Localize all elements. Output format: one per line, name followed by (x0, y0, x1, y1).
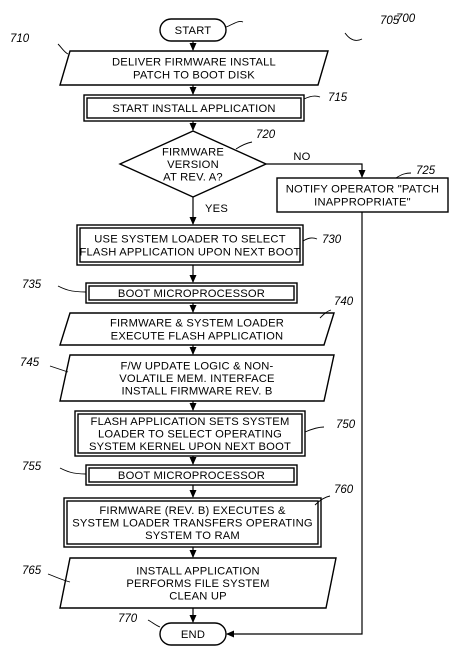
ref-number-755: 755 (22, 461, 42, 473)
node-start-install: START INSTALL APPLICATION 715 (83, 92, 348, 122)
ref-number-745: 745 (20, 357, 40, 369)
ref-leader-705 (225, 21, 244, 28)
edge-notify-to-end (226, 212, 363, 638)
node-boot-1-label-line: BOOT MICROPROCESSOR (118, 288, 265, 300)
node-notify-label-line: NOTIFY OPERATOR "PATCH (286, 184, 439, 196)
node-fw-update-label-line: INSTALL FIRMWARE REV. B (121, 386, 272, 398)
node-start-box (159, 18, 227, 42)
node-boot-2-label-line: BOOT MICROPROCESSOR (118, 470, 265, 482)
node-flash-sets-label-line: FLASH APPLICATION SETS SYSTEM (91, 416, 290, 428)
node-execute-flash-label-line: EXECUTE FLASH APPLICATION (111, 330, 284, 342)
edge-label-yes: YES (205, 203, 228, 215)
node-start: START 705 (159, 15, 400, 42)
node-deliver-label-line: DELIVER FIRMWARE INSTALL (112, 57, 276, 69)
node-flash-sets-label-line: SYSTEM KERNEL UPON NEXT BOOT (89, 441, 291, 453)
ref-leader-720 (235, 141, 253, 150)
node-fw-update-label-line: F/W UPDATE LOGIC & NON- (121, 360, 274, 372)
node-cleanup-label-line: INSTALL APPLICATION (136, 565, 260, 577)
node-boot-2-inner-border (88, 467, 295, 483)
ref-number-770: 770 (118, 613, 138, 625)
ref-leader-735 (57, 285, 87, 293)
node-execute-flash-label-line: FIRMWARE & SYSTEM LOADER (110, 318, 284, 330)
node-system-loader-label-line: USE SYSTEM LOADER TO SELECT (94, 234, 286, 246)
ref-leader-770 (147, 619, 161, 628)
node-notify-label-line: INAPPROPRIATE" (314, 196, 411, 208)
node-fw-update-label-line: VOLATILE MEM. INTERFACE (119, 373, 274, 385)
node-system-loader-inner-border (79, 227, 301, 263)
edge-label-no: NO (293, 151, 310, 163)
ref-leader-710 (57, 43, 69, 55)
node-firmware-check-label-line: FIRMWARE (162, 146, 224, 158)
node-rev-b-inner-border (66, 500, 319, 545)
ref-number-725: 725 (416, 165, 436, 177)
node-firmware-check-label-line: VERSION (167, 159, 219, 171)
node-rev-b-label-line: FIRMWARE (REV. B) EXECUTES & (99, 505, 286, 517)
node-fw-update-box (59, 354, 335, 402)
figure-arrow-lead (344, 32, 363, 41)
node-firmware-check-label-line: AT REV. A? (163, 172, 223, 184)
ref-number-720: 720 (256, 129, 276, 141)
node-firmware-check-box (118, 130, 268, 198)
ref-number-735: 735 (22, 279, 42, 291)
ref-leader-745 (49, 365, 69, 373)
node-end-label-line: END (181, 629, 205, 641)
node-start-install-inner-border (86, 97, 302, 119)
node-flash-sets-label-line: LOADER TO SELECT OPERATING (98, 429, 282, 441)
node-cleanup-label-line: CLEAN UP (169, 591, 227, 603)
ref-number-715: 715 (328, 92, 348, 104)
node-start-install-label-line: START INSTALL APPLICATION (112, 103, 275, 115)
node-rev-b-label-line: SYSTEM TO RAM (145, 530, 240, 542)
node-deliver-label-line: PATCH TO BOOT DISK (133, 69, 255, 81)
node-boot-1-inner-border (88, 285, 295, 301)
connectors: YES NO (189, 41, 366, 638)
node-flash-sets-inner-border (77, 413, 303, 454)
ref-leader-715 (303, 95, 321, 100)
edge-firmware-check-to-notify (266, 163, 366, 178)
node-end: END 770 (118, 613, 227, 646)
node-cleanup-box (59, 557, 337, 609)
node-boot-1: BOOT MICROPROCESSOR 735 (22, 279, 298, 304)
ref-number-765: 765 (22, 565, 42, 577)
node-rev-b: FIRMWARE (REV. B) EXECUTES &SYSTEM LOADE… (63, 484, 354, 548)
ref-leader-730 (302, 237, 318, 242)
ref-leader-750 (304, 426, 325, 433)
node-start-label-line: START (175, 25, 212, 37)
node-end-box (159, 622, 227, 646)
ref-number-760: 760 (334, 484, 354, 496)
ref-leader-740 (319, 309, 332, 319)
node-notify-box (276, 177, 449, 213)
ref-leader-765 (47, 573, 71, 583)
ref-number-750: 750 (336, 419, 356, 431)
ref-number-705: 705 (380, 15, 400, 27)
node-fw-update: F/W UPDATE LOGIC & NON-VOLATILE MEM. INT… (20, 354, 335, 402)
node-cleanup-label-line: PERFORMS FILE SYSTEM (126, 578, 269, 590)
ref-leader-755 (59, 467, 87, 475)
ref-number-710: 710 (10, 33, 30, 45)
ref-number-730: 730 (322, 234, 342, 246)
figure-reference: 700 (344, 13, 416, 41)
ref-leader-725 (395, 172, 412, 179)
node-rev-b-label-line: SYSTEM LOADER TRANSFERS OPERATING (72, 518, 313, 530)
node-execute-flash-box (59, 312, 335, 346)
node-boot-2: BOOT MICROPROCESSOR 755 (22, 461, 298, 486)
node-system-loader-label-line: FLASH APPLICATION UPON NEXT BOOT (79, 246, 300, 258)
ref-leader-760 (314, 495, 331, 506)
ref-number-740: 740 (334, 296, 354, 308)
figure-number: 700 (396, 13, 416, 25)
node-deliver-box (59, 50, 329, 86)
